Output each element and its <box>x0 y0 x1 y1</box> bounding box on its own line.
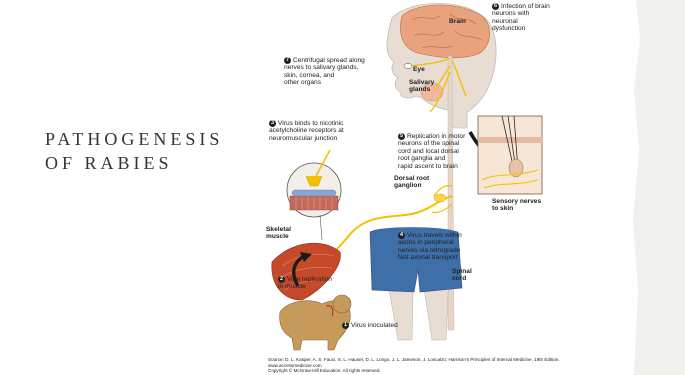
step-1-number: 1 <box>342 322 349 329</box>
step-7-text: Centrifugal spread along nerves to saliv… <box>284 57 365 86</box>
step-3-number: 3 <box>269 120 276 127</box>
brain-shape <box>400 5 489 58</box>
title-line-2: OF RABIES <box>45 151 265 175</box>
step-6-number: 6 <box>492 3 499 10</box>
step-5-number: 5 <box>398 133 405 140</box>
figure-source-caption: Source: D. L. Kasper, A. S. Fauci, S. L.… <box>268 357 640 374</box>
step-2-number: 2 <box>278 276 285 283</box>
step-7-number: 7 <box>284 57 291 64</box>
label-dorsal-root-ganglion: Dorsal root ganglion <box>394 175 429 190</box>
slide-title: PATHOGENESIS OF RABIES <box>45 127 265 175</box>
label-sensory-nerves: Sensory nerves to skin <box>492 198 541 213</box>
label-eye: Eye <box>413 66 425 73</box>
step-4-text: Virus travels within axons in peripheral… <box>398 232 462 261</box>
label-brain: Brain <box>449 18 466 25</box>
eye-shape <box>404 64 412 69</box>
step-6-text: Infection of brain neurons with neuronal… <box>492 3 550 32</box>
step-4-number: 4 <box>398 232 405 239</box>
rabies-pathogenesis-figure: Brain Eye Salivary glands Skeletal muscl… <box>262 0 638 357</box>
label-spinal-cord: Spinal cord <box>452 268 472 283</box>
skeletal-muscle <box>272 243 341 300</box>
label-skeletal-muscle: Skeletal muscle <box>266 226 291 241</box>
figure-illustration <box>262 0 638 357</box>
source-line-3: Copyright © McGraw-Hill Education. All r… <box>268 368 640 374</box>
dorsal-root-ganglion <box>434 194 446 202</box>
title-line-1: PATHOGENESIS <box>45 127 265 151</box>
step-1-text: Virus inoculated <box>351 322 398 329</box>
step-2-text: Viral replication in muscle <box>278 276 332 290</box>
label-salivary-glands: Salivary glands <box>409 79 434 94</box>
step-3-text: Virus binds to nicotinic acetylcholine r… <box>269 120 344 142</box>
step-5-text: Replication in motor neurons of the spin… <box>398 133 465 170</box>
